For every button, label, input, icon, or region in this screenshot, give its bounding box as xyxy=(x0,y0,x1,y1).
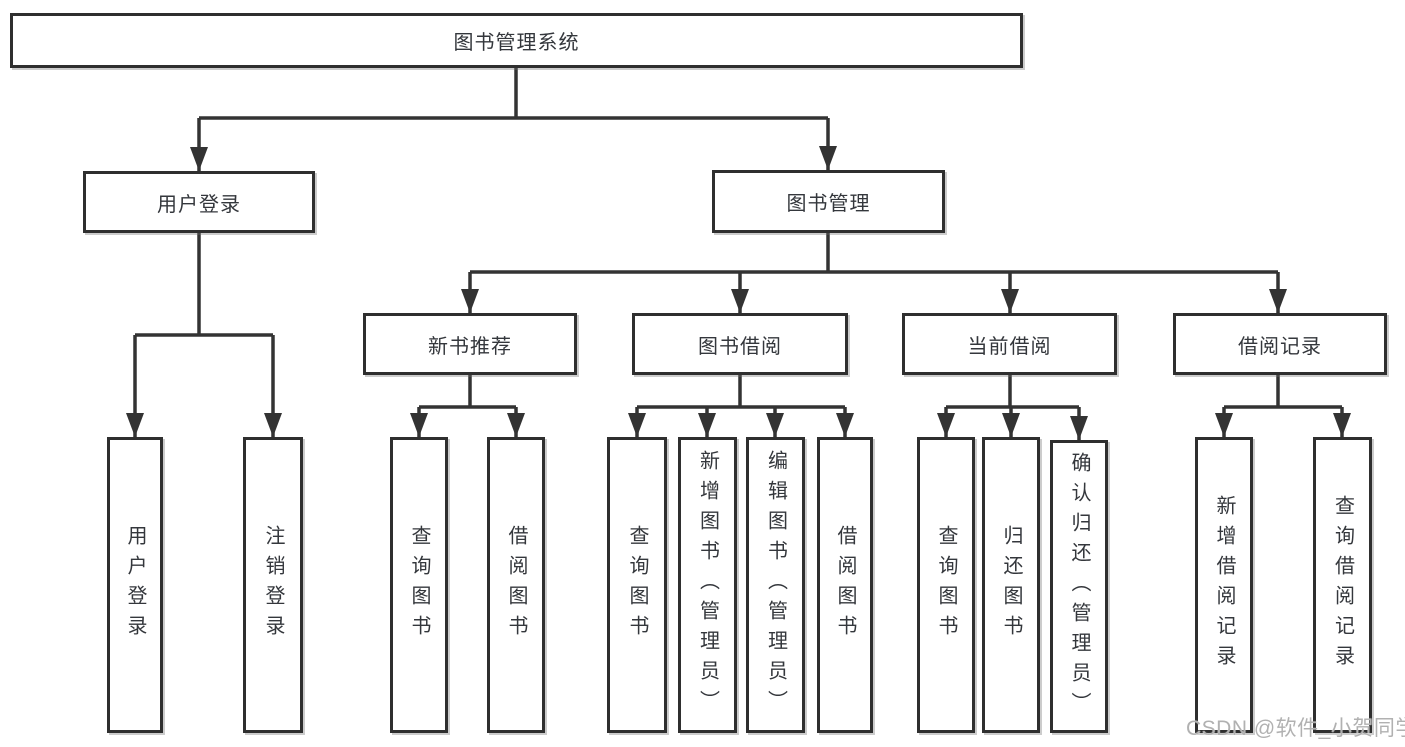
node-root-label: 图书管理系统 xyxy=(453,32,580,54)
node-current-borrow-label: 当前借阅 xyxy=(967,335,1052,358)
node-recommend-borrow-books: 借阅图书 xyxy=(487,437,545,733)
node-recommend-query-books-label: 查询图书 xyxy=(408,525,430,645)
node-borrow-records-label: 借阅记录 xyxy=(1238,335,1322,358)
node-borrow-borrow-books-label: 借阅图书 xyxy=(834,525,856,645)
node-borrow-borrow-books: 借阅图书 xyxy=(817,437,873,733)
node-add-borrow-record-label: 新增借阅记录 xyxy=(1213,495,1235,675)
node-confirm-return-admin-label: 确认归还（管理员） xyxy=(1068,451,1090,722)
node-user-login: 用户登录 xyxy=(107,437,163,733)
node-borrow-query-books: 查询图书 xyxy=(607,437,667,733)
node-current-query-books: 查询图书 xyxy=(917,437,975,733)
node-borrow-query-books-label: 查询图书 xyxy=(626,525,648,645)
node-return-books-label: 归还图书 xyxy=(1000,525,1022,645)
node-logout: 注销登录 xyxy=(243,437,303,733)
node-recommend-query-books: 查询图书 xyxy=(390,437,448,733)
csdn-watermark: CSDN @软件_小贺同学 xyxy=(1186,717,1405,740)
node-current-query-books-label: 查询图书 xyxy=(935,525,957,645)
node-logout-label: 注销登录 xyxy=(262,525,284,645)
node-return-books: 归还图书 xyxy=(982,437,1040,733)
node-borrow-records: 借阅记录 xyxy=(1173,313,1387,375)
node-book-management: 图书管理 xyxy=(712,170,945,233)
node-confirm-return-admin: 确认归还（管理员） xyxy=(1050,440,1108,733)
node-add-books-admin-label: 新增图书（管理员） xyxy=(696,450,719,720)
node-user-login-group: 用户登录 xyxy=(83,171,315,233)
node-user-login-label: 用户登录 xyxy=(124,525,146,645)
node-book-borrow: 图书借阅 xyxy=(632,313,848,375)
node-new-book-recommend-label: 新书推荐 xyxy=(428,335,512,358)
node-add-books-admin: 新增图书（管理员） xyxy=(678,437,737,733)
node-add-borrow-record: 新增借阅记录 xyxy=(1195,437,1253,733)
node-current-borrow: 当前借阅 xyxy=(902,313,1117,375)
node-new-book-recommend: 新书推荐 xyxy=(363,313,577,375)
node-book-borrow-label: 图书借阅 xyxy=(698,335,782,358)
node-root: 图书管理系统 xyxy=(10,13,1023,68)
node-user-login-group-label: 用户登录 xyxy=(157,193,241,216)
node-edit-books-admin-label: 编辑图书（管理员） xyxy=(764,450,787,720)
node-edit-books-admin: 编辑图书（管理员） xyxy=(746,437,805,733)
node-query-borrow-record: 查询借阅记录 xyxy=(1313,437,1372,733)
node-query-borrow-record-label: 查询借阅记录 xyxy=(1331,495,1354,675)
node-book-management-label: 图书管理 xyxy=(786,193,871,215)
node-recommend-borrow-books-label: 借阅图书 xyxy=(505,525,527,645)
